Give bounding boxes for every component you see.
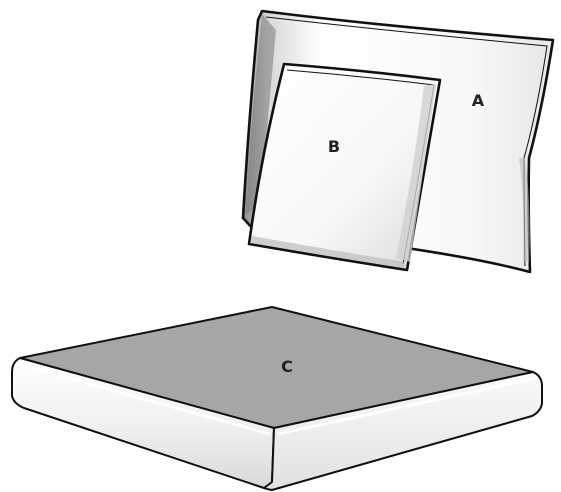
pillow-a-left-shade (246, 14, 276, 214)
seat-cushion-c (11, 306, 543, 491)
pillow-b-right-shade (396, 84, 436, 262)
label-c: C (281, 357, 293, 376)
pillow-b-bottom-shade (250, 236, 405, 268)
cushion-c-right-edge-highlight (277, 376, 537, 436)
pillow-b (247, 62, 442, 272)
label-b: B (328, 137, 340, 156)
cushion-c-front-edge-highlight (17, 362, 271, 436)
pillow-a-crease (519, 157, 530, 263)
label-a: A (472, 91, 485, 110)
cushion-c-right-face (263, 371, 543, 491)
pillow-b-body (247, 62, 442, 272)
